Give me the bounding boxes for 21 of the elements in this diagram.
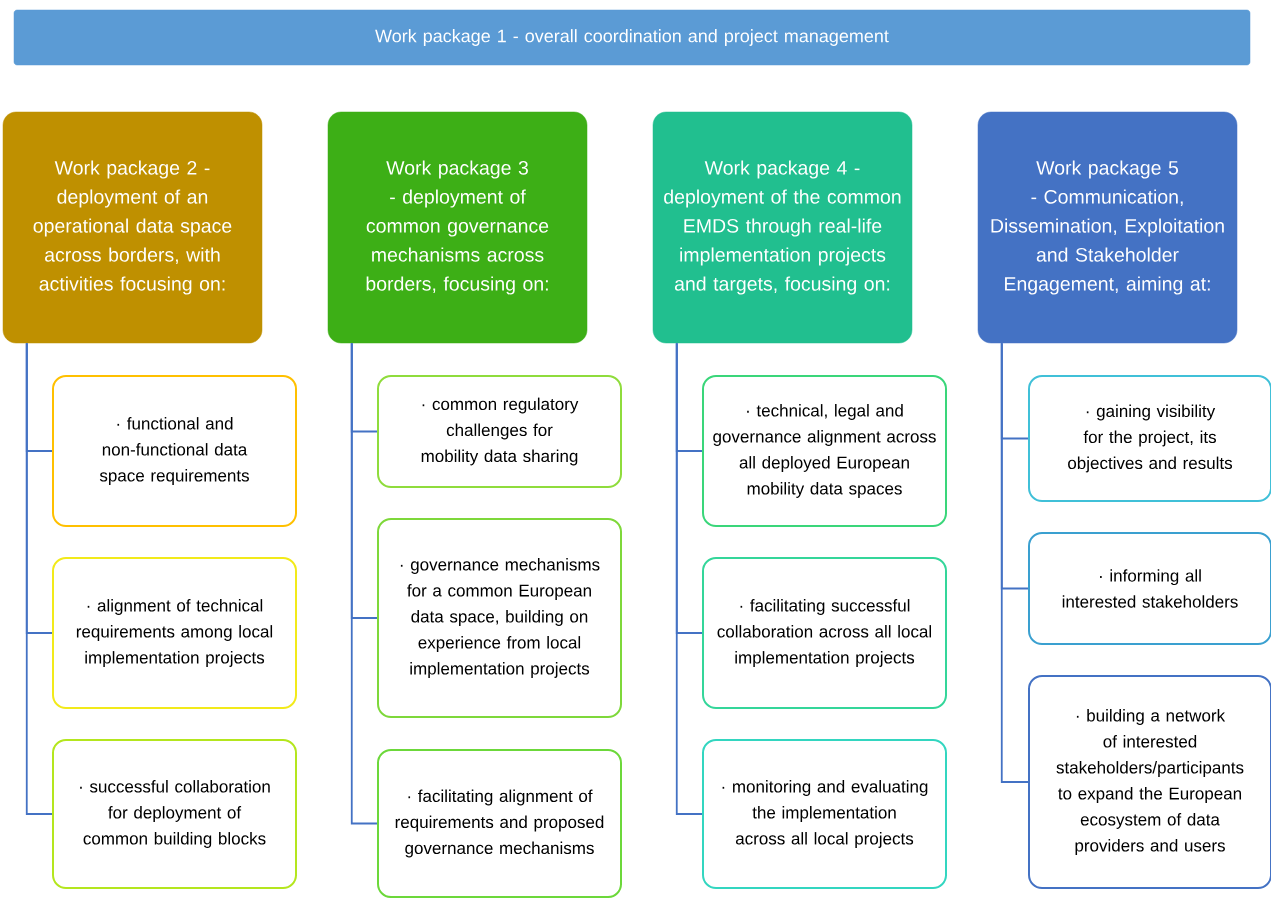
- task-box: · building a network of interested stakeholders/participants to expand the European ecosystem of data providers and users: [1028, 675, 1271, 889]
- connector-line: [25, 342, 53, 815]
- task-box: · functional and non-functional data space requirements: [52, 375, 297, 527]
- task-box: · common regulatory challenges for mobility data sharing: [377, 375, 622, 488]
- task-box: · governance mechanisms for a common European data space, building on experience from local implementation projects: [377, 518, 622, 718]
- work-package-header: Work package 4 - deployment of the common EMDS through real-life implementation projects and targets, focusing on:: [652, 111, 913, 344]
- work-package-header: Work package 2 - deployment of an operational data space across borders, with activities focusing on:: [2, 111, 263, 344]
- task-box: · monitoring and evaluating the implementation across all local projects: [702, 739, 947, 889]
- task-box: · gaining visibility for the project, its objectives and results: [1028, 375, 1271, 502]
- title-bar: Work package 1 - overall coordination and project management: [13, 9, 1251, 66]
- connector-line: [350, 342, 378, 825]
- task-box: · technical, legal and governance alignment across all deployed European mobility data spaces: [702, 375, 947, 527]
- work-package-header: Work package 3 - deployment of common governance mechanisms across borders, focusing on:: [327, 111, 588, 344]
- task-box: · informing all interested stakeholders: [1028, 532, 1271, 645]
- task-box: · alignment of technical requirements among local implementation projects: [52, 557, 297, 709]
- task-box: · facilitating alignment of requirements and proposed governance mechanisms: [377, 749, 622, 898]
- task-box: · facilitating successful collaboration across all local implementation projects: [702, 557, 947, 709]
- work-package-header: Work package 5 - Communication, Dissemination, Exploitation and Stakeholder Engagement, aiming at:: [977, 111, 1238, 344]
- connector-line: [675, 342, 703, 815]
- task-box: · successful collaboration for deployment of common building blocks: [52, 739, 297, 889]
- connector-line: [1000, 342, 1029, 783]
